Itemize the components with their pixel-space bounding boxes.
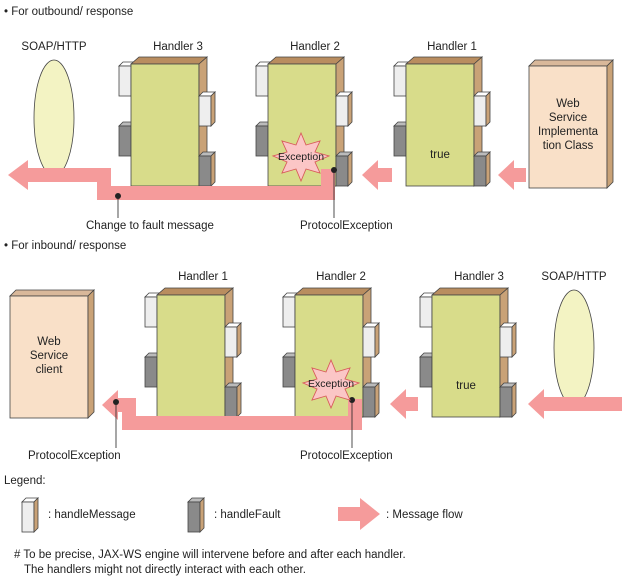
outbound-exception-dot [331,167,337,173]
outbound-soap-ellipse [33,59,75,177]
inbound-handler1-block [144,287,242,418]
inbound-client-line2: Service [29,350,69,362]
outbound-exception-label: Exception [277,151,325,163]
outbound-service-box [528,59,614,189]
legend-message-flow-arrow [338,498,380,530]
legend-handle-message-label: : handleMessage [48,509,136,521]
inbound-exception-burst [301,358,361,410]
inbound-left-dot [113,399,119,405]
outbound-service-line3: Implementa [537,126,599,138]
inbound-protocol-exception-left: ProtocolException [28,450,121,462]
inbound-true-label: true [456,380,476,392]
legend-handle-message-icon [21,497,39,533]
inbound-section-title: • For inbound/ response [4,240,127,252]
outbound-section-title: • For outbound/ response [4,6,134,18]
outbound-arrow-service-to-h1 [498,160,526,190]
outbound-protocol-exception-label: ProtocolException [300,220,393,232]
inbound-soap-label: SOAP/HTTP [541,271,607,283]
outbound-service-line2: Service [548,112,588,124]
inbound-protocol-exception-right: ProtocolException [300,450,393,462]
inbound-exception-label: Exception [307,378,355,390]
outbound-fault-message-label: Change to fault message [86,220,214,232]
outbound-soap-label: SOAP/HTTP [21,41,87,53]
outbound-handler1-block [393,56,491,187]
outbound-handler2-label: Handler 2 [290,41,340,53]
inbound-soap-ellipse [553,289,595,407]
legend-handle-fault-label: : handleFault [214,509,281,521]
outbound-handler1-label: Handler 1 [427,41,477,53]
inbound-handler3-block [419,287,517,418]
inbound-client-line1: Web [37,336,61,348]
inbound-arrow-soap-to-h3 [528,389,622,419]
inbound-client-line3: client [35,364,63,376]
outbound-handler3-label: Handler 3 [153,41,203,53]
legend-handle-fault-icon [187,497,205,533]
footnote-line1: # To be precise, JAX-WS engine will inte… [14,549,406,561]
outbound-fault-path [8,160,335,200]
inbound-fault-path [102,390,362,430]
inbound-handler2-label: Handler 2 [316,271,366,283]
legend-title: Legend: [4,475,46,487]
outbound-service-line1: Web [556,98,580,110]
legend-message-flow-label: : Message flow [386,509,463,521]
inbound-right-dot [349,397,355,403]
footnote-line2: The handlers might not directly interact… [24,564,306,576]
inbound-handler1-label: Handler 1 [178,271,228,283]
inbound-handler3-label: Handler 3 [454,271,504,283]
outbound-true-label: true [430,149,450,161]
outbound-arrow-h1-to-h2 [362,160,392,190]
inbound-arrow-h3-to-h2 [390,389,418,419]
outbound-service-line4: tion Class [542,140,594,152]
outbound-exception-burst [271,131,331,183]
inbound-client-box [9,289,95,419]
outbound-handler3-block [118,56,216,187]
outbound-fault-dot [115,193,121,199]
